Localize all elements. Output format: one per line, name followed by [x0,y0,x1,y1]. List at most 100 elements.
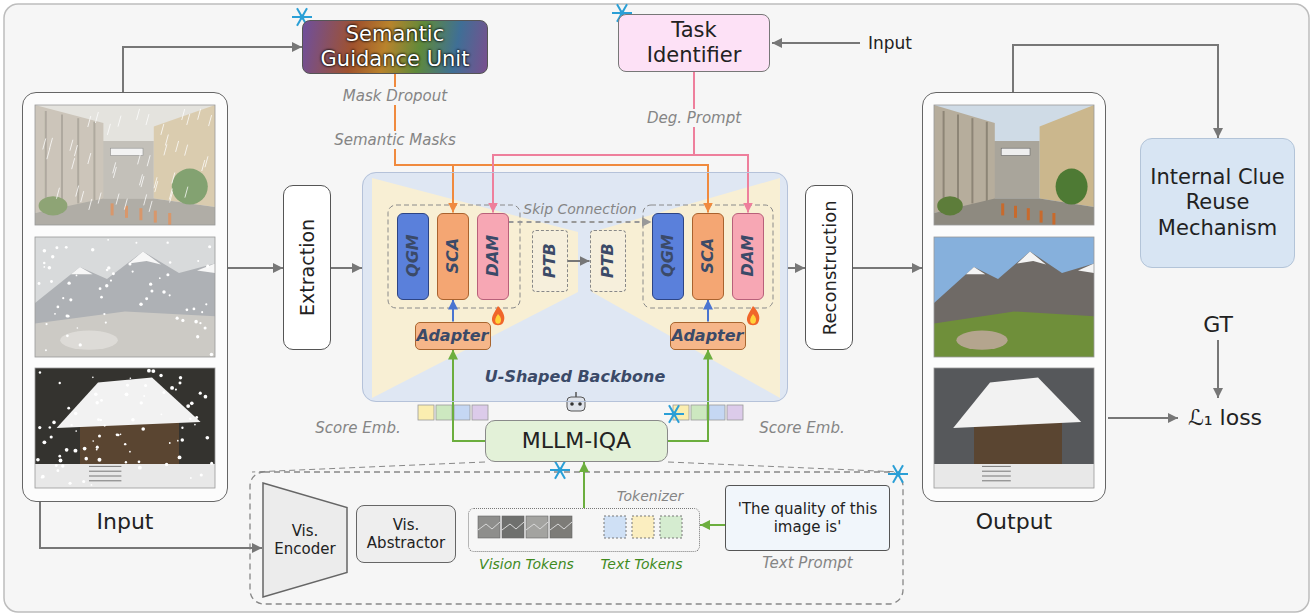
photo-sign [1001,148,1030,155]
node-text: MLLM-IQA [522,428,631,454]
rain-streak [47,148,50,159]
node-text: Adapter [417,326,489,345]
node-text: DAM [738,235,757,277]
snow-dot [82,480,85,483]
snow-dot [130,377,132,379]
snow-dot [210,462,213,465]
rain-streak [146,114,149,125]
snow-dot [54,313,56,315]
snow-dot [52,421,56,425]
photo-stair [982,476,1011,477]
photo-post [1040,211,1043,223]
frozen-icon-arm [893,465,903,482]
photo-border [35,105,215,225]
connector [568,260,590,262]
photo-column [943,111,945,208]
token-group: Vision TokensText Tokens [468,508,700,552]
snow-dot [110,279,112,281]
snow-dot [175,389,177,391]
snow-dot [201,311,203,313]
snow-dot [69,298,72,301]
snow-dot [76,275,78,277]
plain-label: Input [868,33,912,53]
photo [934,237,1094,357]
frozen-icon-core [672,412,677,417]
score-embedding [691,405,707,420]
rain-streak [164,144,167,155]
snow-dot [94,392,98,396]
annotation-label: Deg. Prompt [644,109,744,127]
score-embedding [454,405,470,420]
snow-dot [179,376,182,379]
rain-streak [185,187,188,198]
snow-dot [41,476,43,478]
photo-stair [89,466,121,467]
rain-streak [49,138,52,149]
connector [788,267,805,269]
rain-streak [147,155,150,166]
snow-dot [59,382,61,384]
qgm-block: QGM [397,213,429,300]
robot-head [567,397,585,411]
node-text: PTB [598,243,617,278]
rain-streak [89,199,92,210]
connector [123,47,302,92]
snow-dot [48,266,52,270]
snow-dot [116,433,119,436]
photo-stair [89,476,121,477]
robot-antenna [575,392,577,397]
frozen-icon [888,465,908,482]
snow-dot [65,448,69,452]
snow-dot [195,416,198,419]
snow-dot [41,475,45,479]
text-token [660,516,682,538]
snow-dot [176,317,179,320]
snow-dot [43,249,47,253]
photo-snowcap [1017,251,1046,264]
frozen-icon-arm [555,461,565,478]
frozen-icon-arm [669,405,679,422]
rain-streak [118,116,121,127]
photo-column [971,118,973,203]
plain-label: GT [1203,312,1233,338]
rain-streak [149,201,152,212]
score-embedding [472,405,488,420]
encoder-trapezoid [263,483,347,597]
rain-streak [88,116,91,127]
annotation-label: Tokenizer [617,488,684,505]
photo-sky [934,237,1094,357]
node-text: SCA [443,238,462,274]
photo-border [934,368,1094,488]
snow-dot [55,246,58,249]
frozen-icon-core [558,468,563,473]
snow-dot [95,401,98,404]
frozen-icon-arm [669,405,679,422]
snow-dot [144,384,147,387]
photo-house [80,422,179,464]
zoom-line [668,462,901,472]
snow-dot [70,424,72,426]
photo-rock [956,331,1007,350]
rain-streak [198,109,201,120]
text-token [604,516,626,538]
snow-dot [124,443,126,445]
panel-caption: Input [23,509,227,535]
snow-dot [38,282,41,285]
snow-dot [105,322,107,324]
snow-dot [139,302,142,305]
snow-dot [129,451,131,453]
snow-dot [169,294,171,296]
snow-dot [141,427,145,431]
figure-frame [4,4,1309,612]
panel-caption: Output [923,509,1105,535]
rain-streak [88,153,91,164]
robot-eye [578,402,582,406]
photo-snowcap [966,267,985,274]
flame-outer [747,306,759,325]
trainable-icon [747,306,759,325]
photo-plant [1056,169,1088,205]
snow-dot [43,262,46,265]
snow-dot [178,455,182,459]
rain-streak [172,173,175,184]
